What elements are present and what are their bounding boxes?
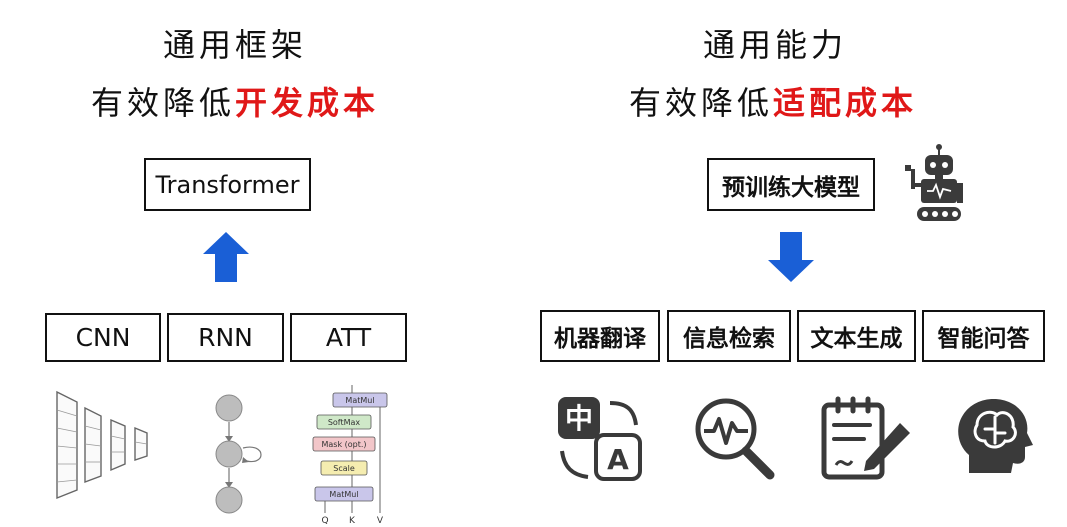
text-generation-box: 文本生成: [797, 310, 916, 362]
rnn-nodes-icon: [215, 394, 262, 514]
translate-icon-char-zh: 中: [565, 402, 593, 435]
att-box: ATT: [290, 313, 407, 362]
right-subtitle-prefix: 有效降低: [628, 84, 773, 122]
left-subtitle-highlight: 开发成本: [235, 84, 380, 122]
att-input-k: K: [349, 516, 356, 526]
att-block-matmul-top: MatMul: [345, 396, 374, 405]
att-input-q: Q: [321, 516, 328, 526]
brain-head-icon: [958, 399, 1033, 473]
att-block-mask: Mask (opt.): [321, 440, 366, 449]
right-subtitle-highlight: 适配成本: [773, 84, 918, 122]
notepad-pen-icon: [821, 396, 910, 480]
att-block-scale: Scale: [333, 464, 355, 473]
machine-translation-box: 机器翻译: [540, 310, 660, 362]
robot-icon: [905, 144, 963, 221]
rnn-box: RNN: [167, 313, 284, 362]
transformer-box: Transformer: [144, 158, 311, 211]
translate-icon-char-a: A: [607, 443, 629, 476]
up-arrow-icon: [203, 232, 249, 282]
pretrained-model-box: 预训练大模型: [707, 158, 875, 211]
info-retrieval-box: 信息检索: [667, 310, 791, 362]
att-block-matmul-bottom: MatMul: [329, 490, 358, 499]
att-input-v: V: [377, 516, 384, 526]
right-subtitle: 有效降低适配成本: [598, 78, 948, 124]
translate-icon: 中 A: [558, 397, 642, 481]
cnn-box: CNN: [45, 313, 161, 362]
cnn-layers-icon: [56, 390, 148, 500]
magnify-wave-icon: [695, 398, 775, 480]
att-block-softmax: SoftMax: [328, 418, 361, 427]
left-title: 通用框架: [162, 26, 307, 64]
qa-box: 智能问答: [922, 310, 1045, 362]
right-title: 通用能力: [702, 26, 847, 64]
left-subtitle-prefix: 有效降低: [90, 84, 235, 122]
down-arrow-icon: [768, 232, 814, 282]
attention-diagram-icon: MatMul SoftMax Mask (opt.) Scale MatMul …: [312, 385, 388, 526]
left-subtitle: 有效降低开发成本: [60, 78, 410, 124]
